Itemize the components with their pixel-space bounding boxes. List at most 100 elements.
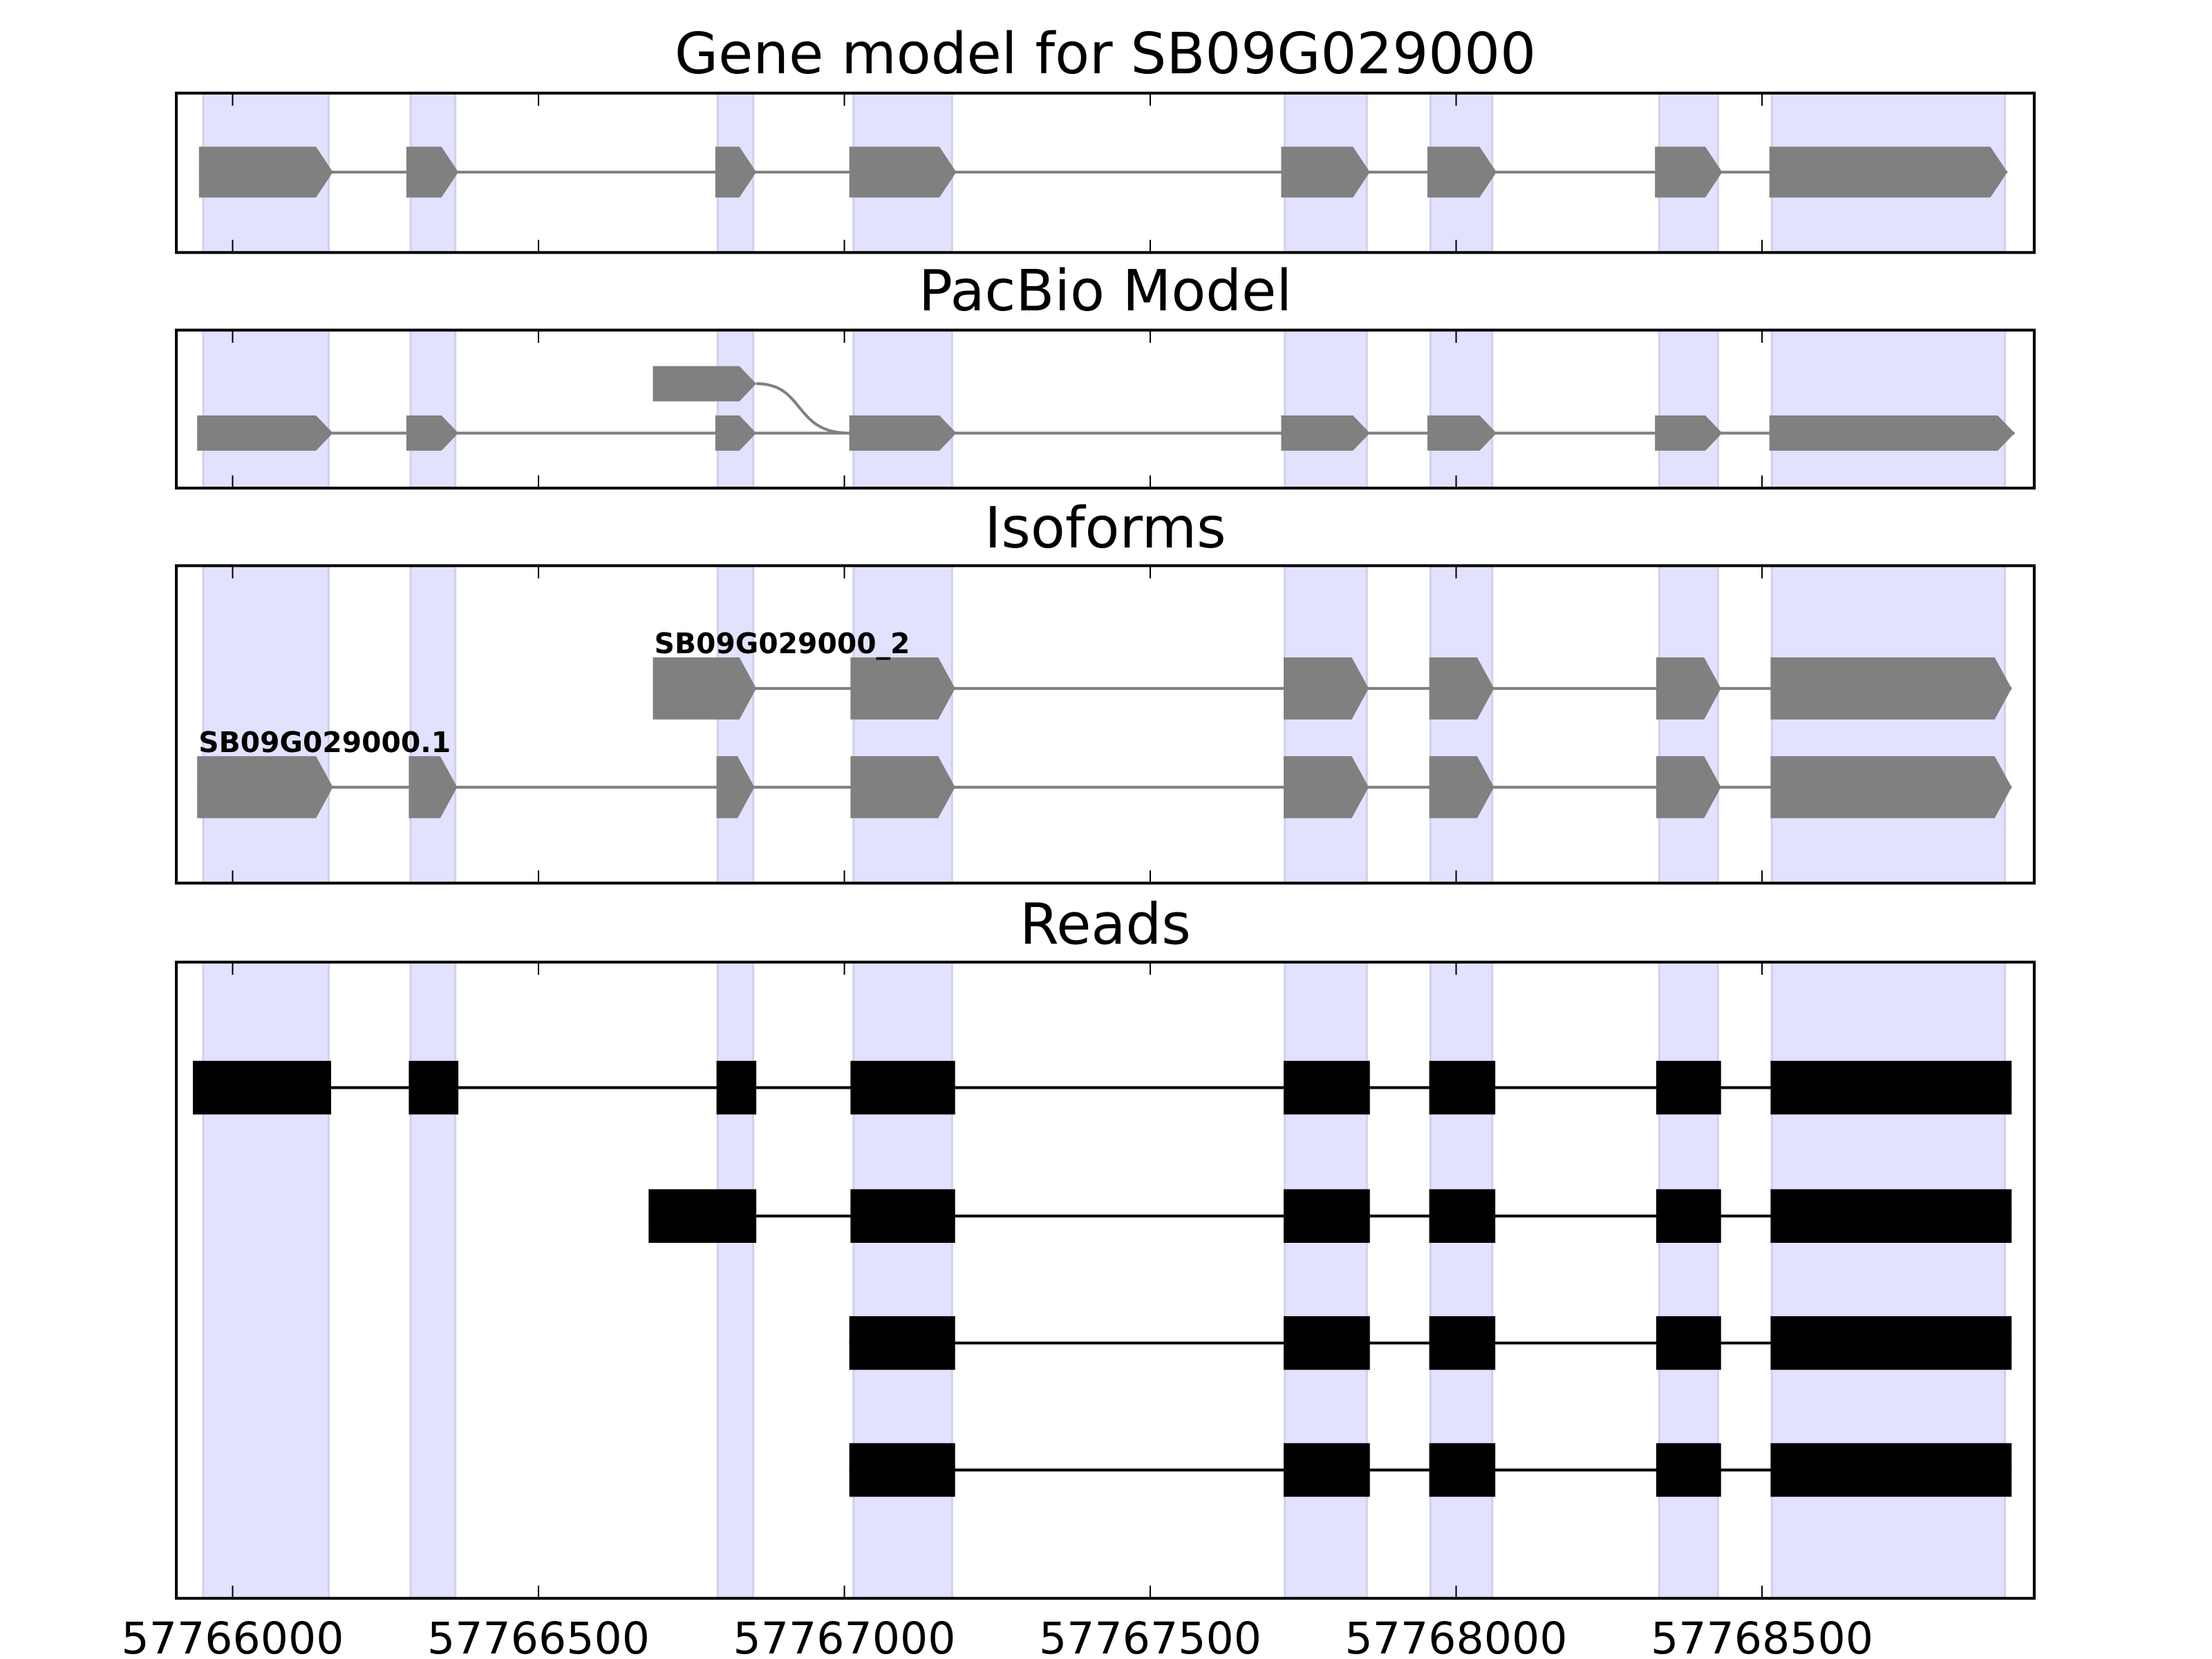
read-exon-block (850, 1189, 955, 1243)
read-exon-block (648, 1189, 757, 1243)
exon-arrow (197, 756, 333, 818)
exon-arrow (1655, 415, 1723, 451)
shaded-exon-region (202, 329, 330, 489)
panel-frame (175, 328, 2036, 490)
panel-frame (175, 91, 2036, 254)
exon-arrow (406, 147, 459, 198)
panel-frame (175, 960, 2036, 1600)
read-exon-block (1283, 1316, 1370, 1370)
read-exon-block (1770, 1443, 2012, 1497)
exon-arrow (1429, 657, 1494, 720)
exon-arrow (406, 415, 459, 451)
shaded-exon-region (409, 961, 457, 1600)
read-exon-block (1770, 1189, 2012, 1243)
shaded-exon-region (1429, 329, 1494, 489)
shaded-exon-region (1658, 564, 1719, 885)
read-exon-block (1429, 1316, 1496, 1370)
read-exon-block (1656, 1060, 1721, 1115)
transcript-row: SB09G029000.1 (197, 726, 2012, 818)
shaded-exon-region (852, 564, 953, 885)
panel-title: Gene model for SB09G029000 (675, 21, 1536, 87)
exon-arrow (850, 756, 955, 818)
exon-arrow (1656, 756, 1721, 818)
read-exon-block (716, 1060, 757, 1115)
panel-1: PacBio Model (175, 259, 2036, 490)
exon-arrow (409, 756, 458, 818)
exon-arrow (1769, 147, 2007, 198)
read-row (192, 1060, 2012, 1115)
x-tick-label: 57767500 (1039, 1613, 1262, 1659)
shaded-exon-region (202, 961, 330, 1600)
panel-title: Isoforms (984, 496, 1226, 561)
shaded-exon-region (1284, 329, 1368, 489)
read-row (849, 1443, 2012, 1497)
alternative-start-exon (653, 366, 850, 435)
shaded-exon-region (1284, 961, 1368, 1600)
isoform-label: SB09G029000_2 (655, 627, 910, 660)
shaded-exon-region (1284, 564, 1368, 885)
read-exon-block (1656, 1316, 1721, 1370)
isoform-label: SB09G029000.1 (198, 726, 451, 759)
read-exon-block (1656, 1189, 1721, 1243)
exon-arrow (198, 147, 333, 198)
exon-arrow (1427, 415, 1497, 451)
shaded-exon-region (1770, 564, 2006, 885)
transcript-row: SB09G029000_2 (653, 627, 2012, 720)
shaded-exon-region (716, 564, 755, 885)
shaded-exon-region (716, 961, 755, 1600)
read-exon-block (1429, 1060, 1496, 1115)
x-tick-label: 57768500 (1651, 1613, 1873, 1659)
exon-arrow (1770, 756, 2012, 818)
panel-frame (175, 564, 2036, 885)
panel-0: Gene model for SB09G029000 (175, 21, 2036, 254)
shaded-exon-region (409, 564, 457, 885)
x-tick-label: 57766500 (427, 1613, 650, 1659)
exon-arrow (653, 366, 757, 402)
exon-arrow (1769, 415, 2015, 451)
read-exon-block (1770, 1060, 2012, 1115)
read-row (648, 1189, 2012, 1243)
exon-arrow (849, 147, 957, 198)
read-exon-block (1429, 1443, 1496, 1497)
exon-arrow (1281, 147, 1370, 198)
x-tick-label: 57768000 (1345, 1613, 1568, 1659)
exon-arrow (1429, 756, 1494, 818)
shaded-exon-region (1658, 329, 1719, 489)
shaded-exon-region (1770, 329, 2006, 489)
exon-arrow (850, 657, 955, 720)
read-exon-block (1656, 1443, 1721, 1497)
exon-arrow (1427, 147, 1497, 198)
shaded-exon-region (1770, 961, 2006, 1600)
exon-arrow (1770, 657, 2012, 720)
exon-arrow (849, 415, 957, 451)
read-row (849, 1316, 2012, 1370)
read-exon-block (849, 1316, 955, 1370)
exon-arrow (715, 415, 757, 451)
exon-arrow (1655, 147, 1723, 198)
splice-connector-curve (756, 382, 850, 435)
exon-arrow (1283, 756, 1369, 818)
read-exon-block (850, 1060, 955, 1115)
exon-arrow (1656, 657, 1721, 720)
shaded-exon-region (1658, 961, 1719, 1600)
read-exon-block (1429, 1189, 1496, 1243)
read-exon-block (1770, 1316, 2012, 1370)
shaded-exon-region (409, 329, 457, 489)
transcript-row (198, 147, 2007, 198)
read-exon-block (1283, 1060, 1370, 1115)
read-exon-block (1283, 1443, 1370, 1497)
shaded-exon-region (1429, 961, 1494, 1600)
transcript-row (197, 415, 2015, 451)
read-exon-block (849, 1443, 955, 1497)
exon-arrow (197, 415, 333, 451)
shaded-exon-region (1429, 564, 1494, 885)
shaded-exon-region (202, 564, 330, 885)
read-exon-block (1283, 1189, 1370, 1243)
read-exon-block (192, 1060, 332, 1115)
exon-arrow (1281, 415, 1370, 451)
shaded-exon-region (852, 329, 953, 489)
panel-3: Reads (175, 892, 2036, 1600)
